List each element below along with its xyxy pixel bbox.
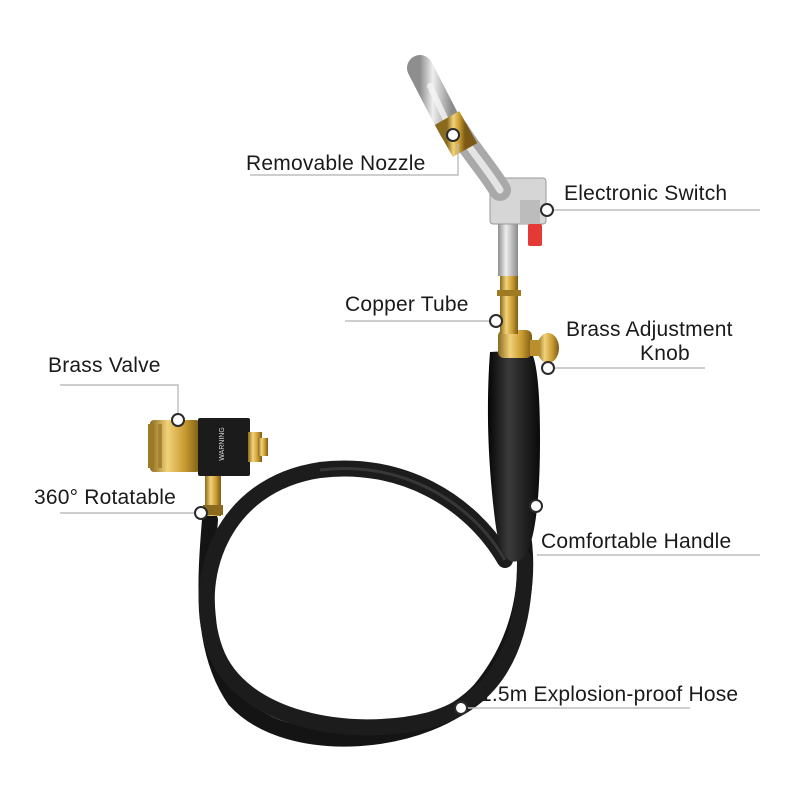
label-360-rotatable: 360° Rotatable	[34, 486, 176, 509]
label-electronic-switch: Electronic Switch	[564, 182, 728, 205]
label-copper-tube: Copper Tube	[345, 293, 469, 316]
marker-nozzle	[446, 128, 460, 142]
marker-rotatable	[194, 506, 208, 520]
marker-hose	[454, 701, 468, 715]
marker-switch	[540, 203, 554, 217]
handle	[487, 350, 540, 562]
leader-lines	[60, 144, 760, 709]
nozzle	[407, 55, 511, 201]
marker-handle	[529, 499, 543, 513]
label-brass-adjustment: Brass Adjustment	[566, 318, 733, 341]
label-knob: Knob	[640, 342, 690, 365]
hose	[198, 460, 534, 747]
label-explosion-proof-hose: 1.5m Explosion-proof Hose	[480, 683, 739, 706]
marker-tube	[489, 314, 503, 328]
marker-dots	[171, 128, 555, 715]
label-brass-valve: Brass Valve	[48, 354, 161, 377]
marker-valve	[171, 413, 185, 427]
label-comfortable-handle: Comfortable Handle	[541, 530, 732, 553]
label-removable-nozzle: Removable Nozzle	[246, 152, 426, 175]
marker-knob	[541, 361, 555, 375]
brass-knob	[498, 330, 559, 363]
copper-tube	[497, 272, 521, 334]
brass-valve: WARNING	[148, 418, 268, 516]
valve-warning-text: WARNING	[219, 427, 226, 461]
